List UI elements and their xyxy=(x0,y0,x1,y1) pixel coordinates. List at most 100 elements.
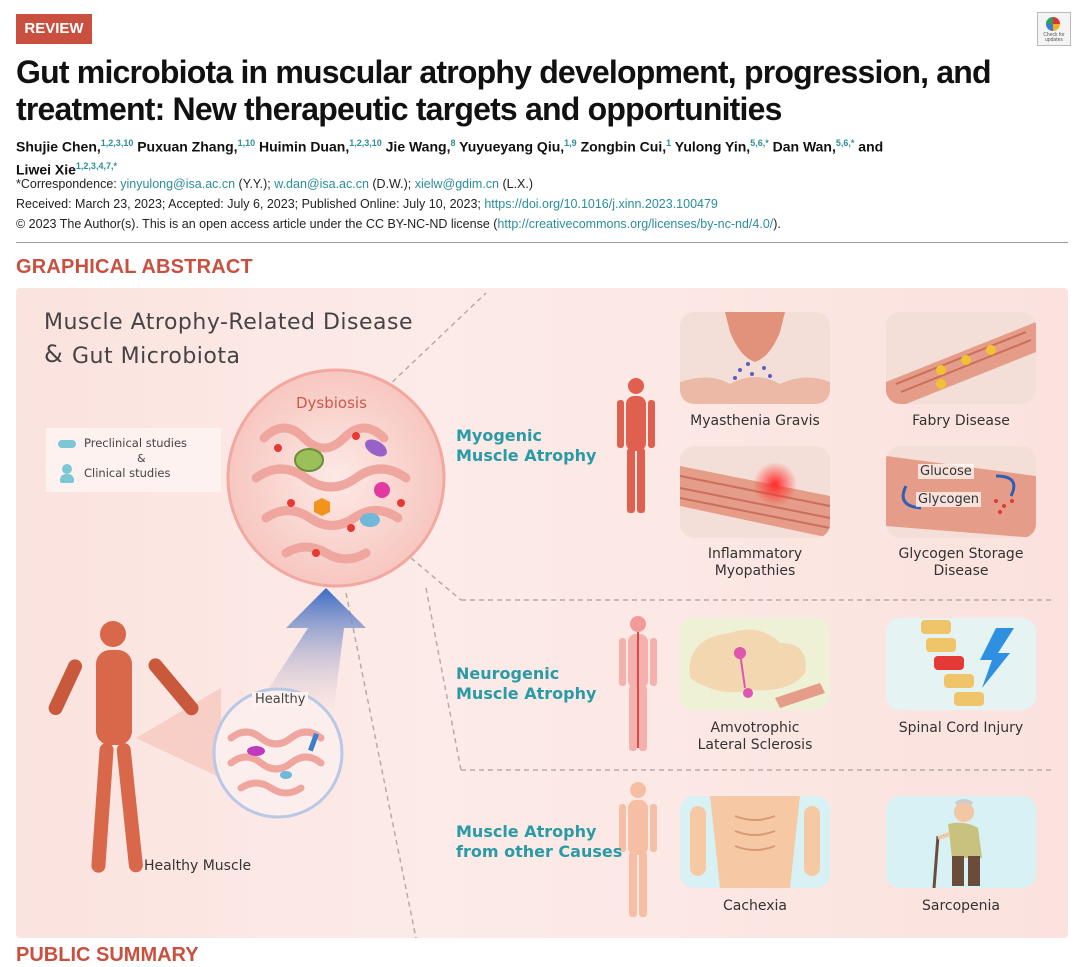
author-affiliation[interactable]: 1,2,3,10 xyxy=(100,138,134,148)
author: Jie Wang, xyxy=(385,138,451,155)
correspondence-prefix: *Correspondence: xyxy=(16,177,121,191)
intestine-icon xyxy=(227,728,325,797)
author: Shujie Chen, xyxy=(16,138,101,155)
author-conjunction: and xyxy=(858,138,884,155)
check-badge-label: Check for updates xyxy=(1043,32,1065,43)
tile-cachexia xyxy=(680,796,830,888)
check-for-updates-badge[interactable]: Check for updates xyxy=(1037,12,1071,46)
author-affiliation[interactable]: 1,10 xyxy=(237,138,256,148)
tile-glycogen-storage-disease: Glucose Glycogen xyxy=(886,446,1036,538)
review-tag: REVIEW xyxy=(16,14,92,44)
muscle-fiber-icon xyxy=(886,322,1036,404)
bacterium-icon xyxy=(365,439,387,457)
license-link[interactable]: http://creativecommons.org/licenses/by-n… xyxy=(497,217,774,231)
legend-clinical: Clinical studies xyxy=(84,466,171,480)
author-affiliation[interactable]: 8 xyxy=(450,138,456,148)
healthy-muscle-label: Healthy Muscle xyxy=(144,858,252,874)
zoom-wedge xyxy=(136,688,221,778)
author: Yuyueyang Qiu, xyxy=(459,138,565,155)
healthy-gut-circle xyxy=(212,687,344,819)
email-link[interactable]: yinyulong@isa.ac.cn xyxy=(120,177,236,191)
label-line: Disease xyxy=(933,563,989,579)
author: Dan Wan, xyxy=(772,138,836,155)
intestine-icon xyxy=(251,423,411,564)
label-myasthenia-gravis: Myasthenia Gravis xyxy=(690,413,820,429)
graphical-abstract-illustration xyxy=(48,292,1051,938)
nervous-system-figure-icon xyxy=(619,616,657,751)
inflammation-dot xyxy=(397,499,405,507)
guide-line xyxy=(410,557,462,601)
correspondence-line: *Correspondence: yinyulong@isa.ac.cn (Y.… xyxy=(16,175,1066,193)
author-affiliation[interactable]: 1,9 xyxy=(564,138,577,148)
crossmark-icon xyxy=(1046,17,1060,31)
dates-line: Received: March 23, 2023; Accepted: July… xyxy=(16,195,1066,213)
author-affiliation[interactable]: 1 xyxy=(666,138,672,148)
author-affiliation[interactable]: 1,2,3,4,7,* xyxy=(75,160,117,171)
doi-link[interactable]: https://doi.org/10.1016/j.xinn.2023.1004… xyxy=(484,197,718,211)
label-fabry-disease: Fabry Disease xyxy=(912,413,1010,429)
label-line: Myopathies xyxy=(714,563,796,579)
correspondence-initials: (L.X.) xyxy=(499,177,534,191)
glycogen-label: Glycogen xyxy=(916,492,981,507)
email-link[interactable]: xielw@gdim.cn xyxy=(414,177,499,191)
label-glycogen-storage-disease: Glycogen Storage Disease xyxy=(886,546,1036,580)
category-line: Muscle Atrophy xyxy=(456,446,597,465)
label-line: Inflammatory xyxy=(707,546,803,562)
healthy-label: Healthy xyxy=(252,692,309,707)
inflamed-muscle-icon xyxy=(680,462,830,538)
tile-fabry-disease xyxy=(886,312,1036,404)
guide-line xyxy=(385,292,487,389)
tile-sarcopenia xyxy=(886,796,1036,888)
author: Puxuan Zhang, xyxy=(137,138,238,155)
author: Huimin Duan, xyxy=(258,138,350,155)
category-line: Neurogenic xyxy=(456,664,560,683)
dates-text: Received: March 23, 2023; Accepted: July… xyxy=(16,197,485,211)
label-spinal-cord-injury: Spinal Cord Injury xyxy=(898,720,1024,736)
bacterium-icon xyxy=(294,448,324,472)
tile-inflammatory-myopathies xyxy=(680,446,830,538)
author: Liwei Xie xyxy=(16,161,76,178)
human-figure-icon xyxy=(619,782,657,917)
bacterium-icon xyxy=(247,746,265,756)
author-affiliation[interactable]: 1,2,3,10 xyxy=(349,138,382,148)
inflammation-dot xyxy=(287,499,295,507)
article-title: Gut microbiota in muscular atrophy devel… xyxy=(16,54,992,127)
category-neurogenic: Neurogenic Muscle Atrophy xyxy=(456,664,596,704)
tile-spinal-cord-injury xyxy=(886,618,1036,710)
person-icon xyxy=(62,464,72,474)
email-link[interactable]: w.dan@isa.ac.cn xyxy=(274,177,369,191)
category-other-causes: Muscle Atrophy from other Causes xyxy=(456,822,622,862)
category-myogenic: Myogenic Muscle Atrophy xyxy=(456,426,596,466)
inflammation-dot xyxy=(352,432,360,440)
label-line: Lateral Sclerosis xyxy=(697,737,813,753)
abstract-title-line2: Gut Microbiota xyxy=(72,344,241,369)
author-list: Shujie Chen,1,2,3,10 Puxuan Zhang,1,10 H… xyxy=(16,134,1056,179)
public-summary-heading: PUBLIC SUMMARY xyxy=(16,944,199,966)
label-line: Amvotrophic xyxy=(710,720,800,736)
elderly-person-icon xyxy=(932,799,982,888)
inflammation-dot xyxy=(274,444,282,452)
license-prefix: © 2023 The Author(s). This is an open ac… xyxy=(16,217,498,231)
graphical-abstract-heading: GRAPHICAL ABSTRACT xyxy=(16,256,253,278)
transition-arrow-icon xyxy=(256,588,366,708)
tile-myasthenia-gravis xyxy=(680,312,830,404)
header-divider xyxy=(16,242,1068,243)
author-affiliation[interactable]: 5,6,* xyxy=(750,138,769,148)
label-line: Glycogen Storage xyxy=(898,546,1024,562)
author-affiliation[interactable]: 5,6,* xyxy=(835,138,855,148)
correspondence-initials: (Y.Y.); xyxy=(235,177,275,191)
glucose-label: Glucose xyxy=(918,464,974,479)
synapse-icon xyxy=(680,312,830,404)
legend-ampersand: & xyxy=(137,452,146,465)
label-cachexia: Cachexia xyxy=(722,898,788,914)
bacterium-icon xyxy=(360,513,380,527)
muscular-figure-icon xyxy=(617,378,655,513)
author: Yulong Yin, xyxy=(674,138,751,155)
person-body-icon xyxy=(60,474,74,483)
category-line: Muscle Atrophy xyxy=(456,684,597,703)
abstract-title-line1: Muscle Atrophy-Related Disease xyxy=(44,310,413,335)
license-line: © 2023 The Author(s). This is an open ac… xyxy=(16,215,1066,233)
graphical-abstract-panel: Muscle Atrophy-Related Disease & Gut Mic… xyxy=(16,288,1068,938)
license-suffix: ). xyxy=(773,217,781,231)
author: Zongbin Cui, xyxy=(580,138,667,155)
